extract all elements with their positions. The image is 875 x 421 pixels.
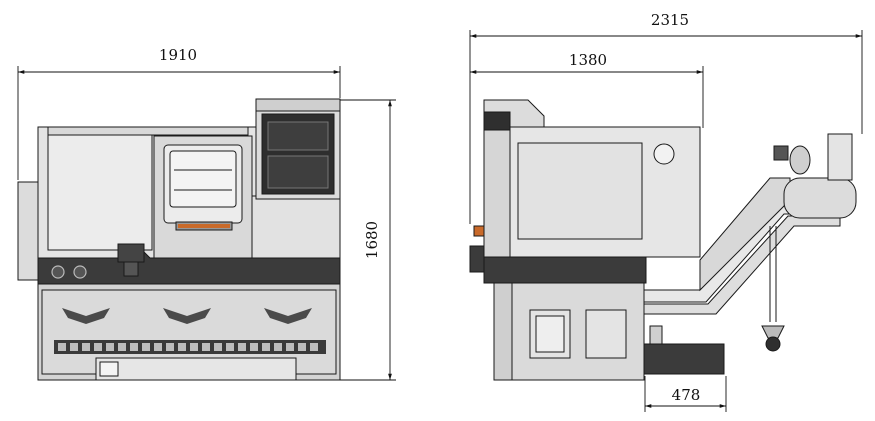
conveyor-head (783, 177, 857, 219)
dim-label-stand: 478 (672, 386, 701, 404)
dim-label-height: 1680 (363, 221, 381, 259)
side-dark-band (483, 256, 647, 284)
knob-right-icon (73, 265, 87, 279)
side-view (469, 99, 857, 381)
conveyor-stand (643, 343, 725, 375)
front-view (17, 98, 341, 381)
dim-label-side-total: 2315 (651, 11, 689, 29)
side-porthole-icon (653, 143, 675, 165)
dimension-side-body: 1380 (470, 51, 704, 128)
dimension-height: 1680 (340, 99, 396, 381)
caster-wheel-icon (765, 336, 781, 352)
knob-left-icon (51, 265, 65, 279)
door-window (169, 150, 237, 208)
side-access-panel (517, 142, 643, 240)
dim-label-front-width: 1910 (159, 46, 197, 64)
dim-label-side-body: 1380 (569, 51, 607, 69)
dimension-front-width: 1910 (17, 46, 341, 180)
dimension-side-total: 2315 (469, 11, 863, 224)
dimension-stand: 478 (644, 376, 727, 412)
